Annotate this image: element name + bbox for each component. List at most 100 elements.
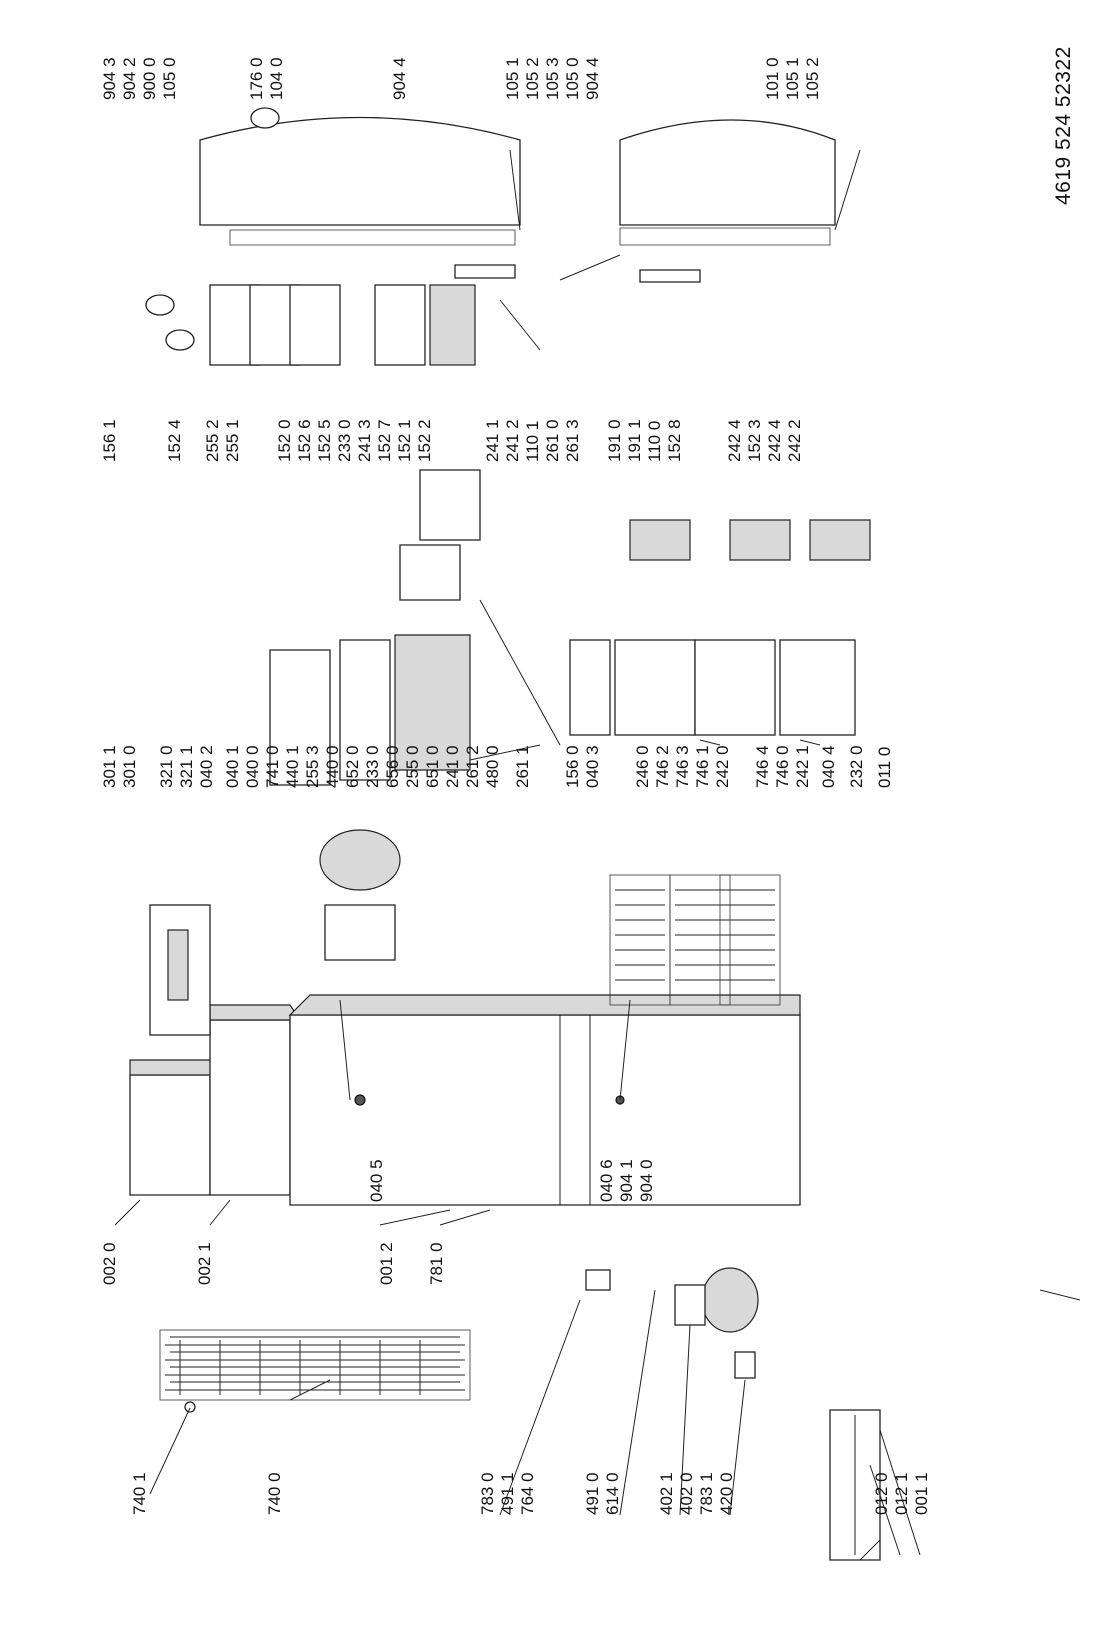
part-label: 242 4: [725, 419, 744, 462]
part-label: 105 0: [563, 57, 582, 100]
part-label: 156 1: [100, 419, 119, 462]
part-label: 152 7: [375, 419, 394, 462]
part-label: 746 4: [753, 745, 772, 788]
part-label: 740 1: [130, 1472, 149, 1515]
part-label: 152 4: [165, 419, 184, 462]
part-label: 242 1: [793, 745, 812, 788]
part-label: 105 2: [523, 57, 542, 100]
part-label: 301 1: [100, 745, 119, 788]
rear-cover-upper: [129, 1059, 224, 1196]
part-label: 904 1: [617, 1159, 636, 1202]
part-label: 261 0: [543, 419, 562, 462]
freezer-drawers: [569, 519, 871, 736]
part-label: 440 0: [323, 745, 342, 788]
fridge-shelves: [269, 469, 481, 786]
light-housing: [319, 829, 401, 961]
part-label: 746 3: [673, 745, 692, 788]
part-label: 152 3: [745, 419, 764, 462]
part-label: 232 0: [847, 745, 866, 788]
part-label: 152 1: [395, 419, 414, 462]
evaporator-grids: [609, 874, 781, 1006]
part-label: 040 5: [367, 1159, 386, 1202]
part-label: 242 2: [785, 419, 804, 462]
part-label: 746 1: [693, 745, 712, 788]
part-label: 242 4: [765, 419, 784, 462]
part-label: 152 0: [275, 419, 294, 462]
part-label: 255 1: [223, 419, 242, 462]
part-label: 241 0: [443, 745, 462, 788]
part-label: 261 3: [563, 419, 582, 462]
part-label: 105 1: [503, 57, 522, 100]
vent-grilles: [145, 294, 195, 351]
part-label: 241 3: [355, 419, 374, 462]
part-label: 105 1: [783, 57, 802, 100]
part-label: 656 0: [383, 745, 402, 788]
part-label: 491 0: [583, 1472, 602, 1515]
part-label: 011 0: [875, 747, 894, 788]
part-label: 101 0: [763, 57, 782, 100]
part-label: 156 0: [563, 745, 582, 788]
part-label: 002 1: [195, 1242, 214, 1285]
part-label: 105 0: [160, 57, 179, 100]
part-label: 746 0: [773, 745, 792, 788]
part-label: 904 2: [120, 57, 139, 100]
part-label: 746 2: [653, 745, 672, 788]
part-label: 904 4: [390, 57, 409, 100]
part-label: 764 0: [518, 1472, 537, 1515]
part-label: 040 4: [819, 745, 838, 788]
condenser-coil: [159, 1329, 471, 1413]
leader-lines: [114, 149, 1081, 1561]
part-label: 001 1: [912, 1472, 931, 1515]
part-label: 402 0: [677, 1472, 696, 1515]
part-label: 110 0: [645, 421, 664, 462]
compressor: [585, 1267, 759, 1379]
fridge-door: [199, 107, 521, 246]
part-label: 001 2: [377, 1242, 396, 1285]
part-label: 241 1: [483, 419, 502, 462]
part-label: 652 0: [343, 745, 362, 788]
base-plate: [829, 1409, 881, 1561]
part-label: 480 0: [483, 745, 502, 788]
part-label: 255 0: [403, 745, 422, 788]
part-label: 241 2: [503, 419, 522, 462]
part-label: 904 4: [583, 57, 602, 100]
part-label: 233 0: [363, 745, 382, 788]
part-label: 012 0: [872, 1472, 891, 1515]
part-label: 191 1: [625, 419, 644, 462]
part-label: 783 0: [478, 1472, 497, 1515]
part-label: 614 0: [603, 1472, 622, 1515]
part-label: 233 0: [335, 419, 354, 462]
part-label: 783 1: [697, 1472, 716, 1515]
part-label: 261 1: [513, 745, 532, 788]
part-label: 781 0: [427, 1242, 446, 1285]
part-label: 900 0: [140, 57, 159, 100]
part-label: 301 0: [120, 745, 139, 788]
part-label: 105 2: [803, 57, 822, 100]
part-label: 255 3: [303, 745, 322, 788]
part-label: 002 0: [100, 1242, 119, 1285]
freezer-door: [619, 119, 836, 246]
part-label: 012 1: [892, 1472, 911, 1515]
part-label: 321 0: [157, 745, 176, 788]
part-label: 105 3: [543, 57, 562, 100]
document-number: 4619 524 52322: [1052, 46, 1075, 205]
part-label: 321 1: [177, 745, 196, 788]
part-label: 040 0: [243, 745, 262, 788]
part-label: 261 2: [463, 745, 482, 788]
cabinet-body: [288, 994, 801, 1206]
part-label: 152 8: [665, 419, 684, 462]
part-label: 040 1: [223, 745, 242, 788]
part-label: 740 0: [265, 1472, 284, 1515]
part-label: 040 6: [597, 1159, 616, 1202]
fridge-door-shelves: [209, 284, 476, 366]
part-label: 040 3: [583, 745, 602, 788]
part-label: 741 0: [263, 745, 282, 788]
part-label: 904 0: [637, 1159, 656, 1202]
part-labels: 740 1 740 0 783 0 491 1 764 0 491 0 614 …: [100, 57, 931, 1515]
part-label: 104 0: [267, 57, 286, 100]
part-label: 191 0: [605, 419, 624, 462]
part-label: 402 1: [657, 1472, 676, 1515]
part-label: 255 2: [203, 419, 222, 462]
part-label: 420 0: [717, 1472, 736, 1515]
